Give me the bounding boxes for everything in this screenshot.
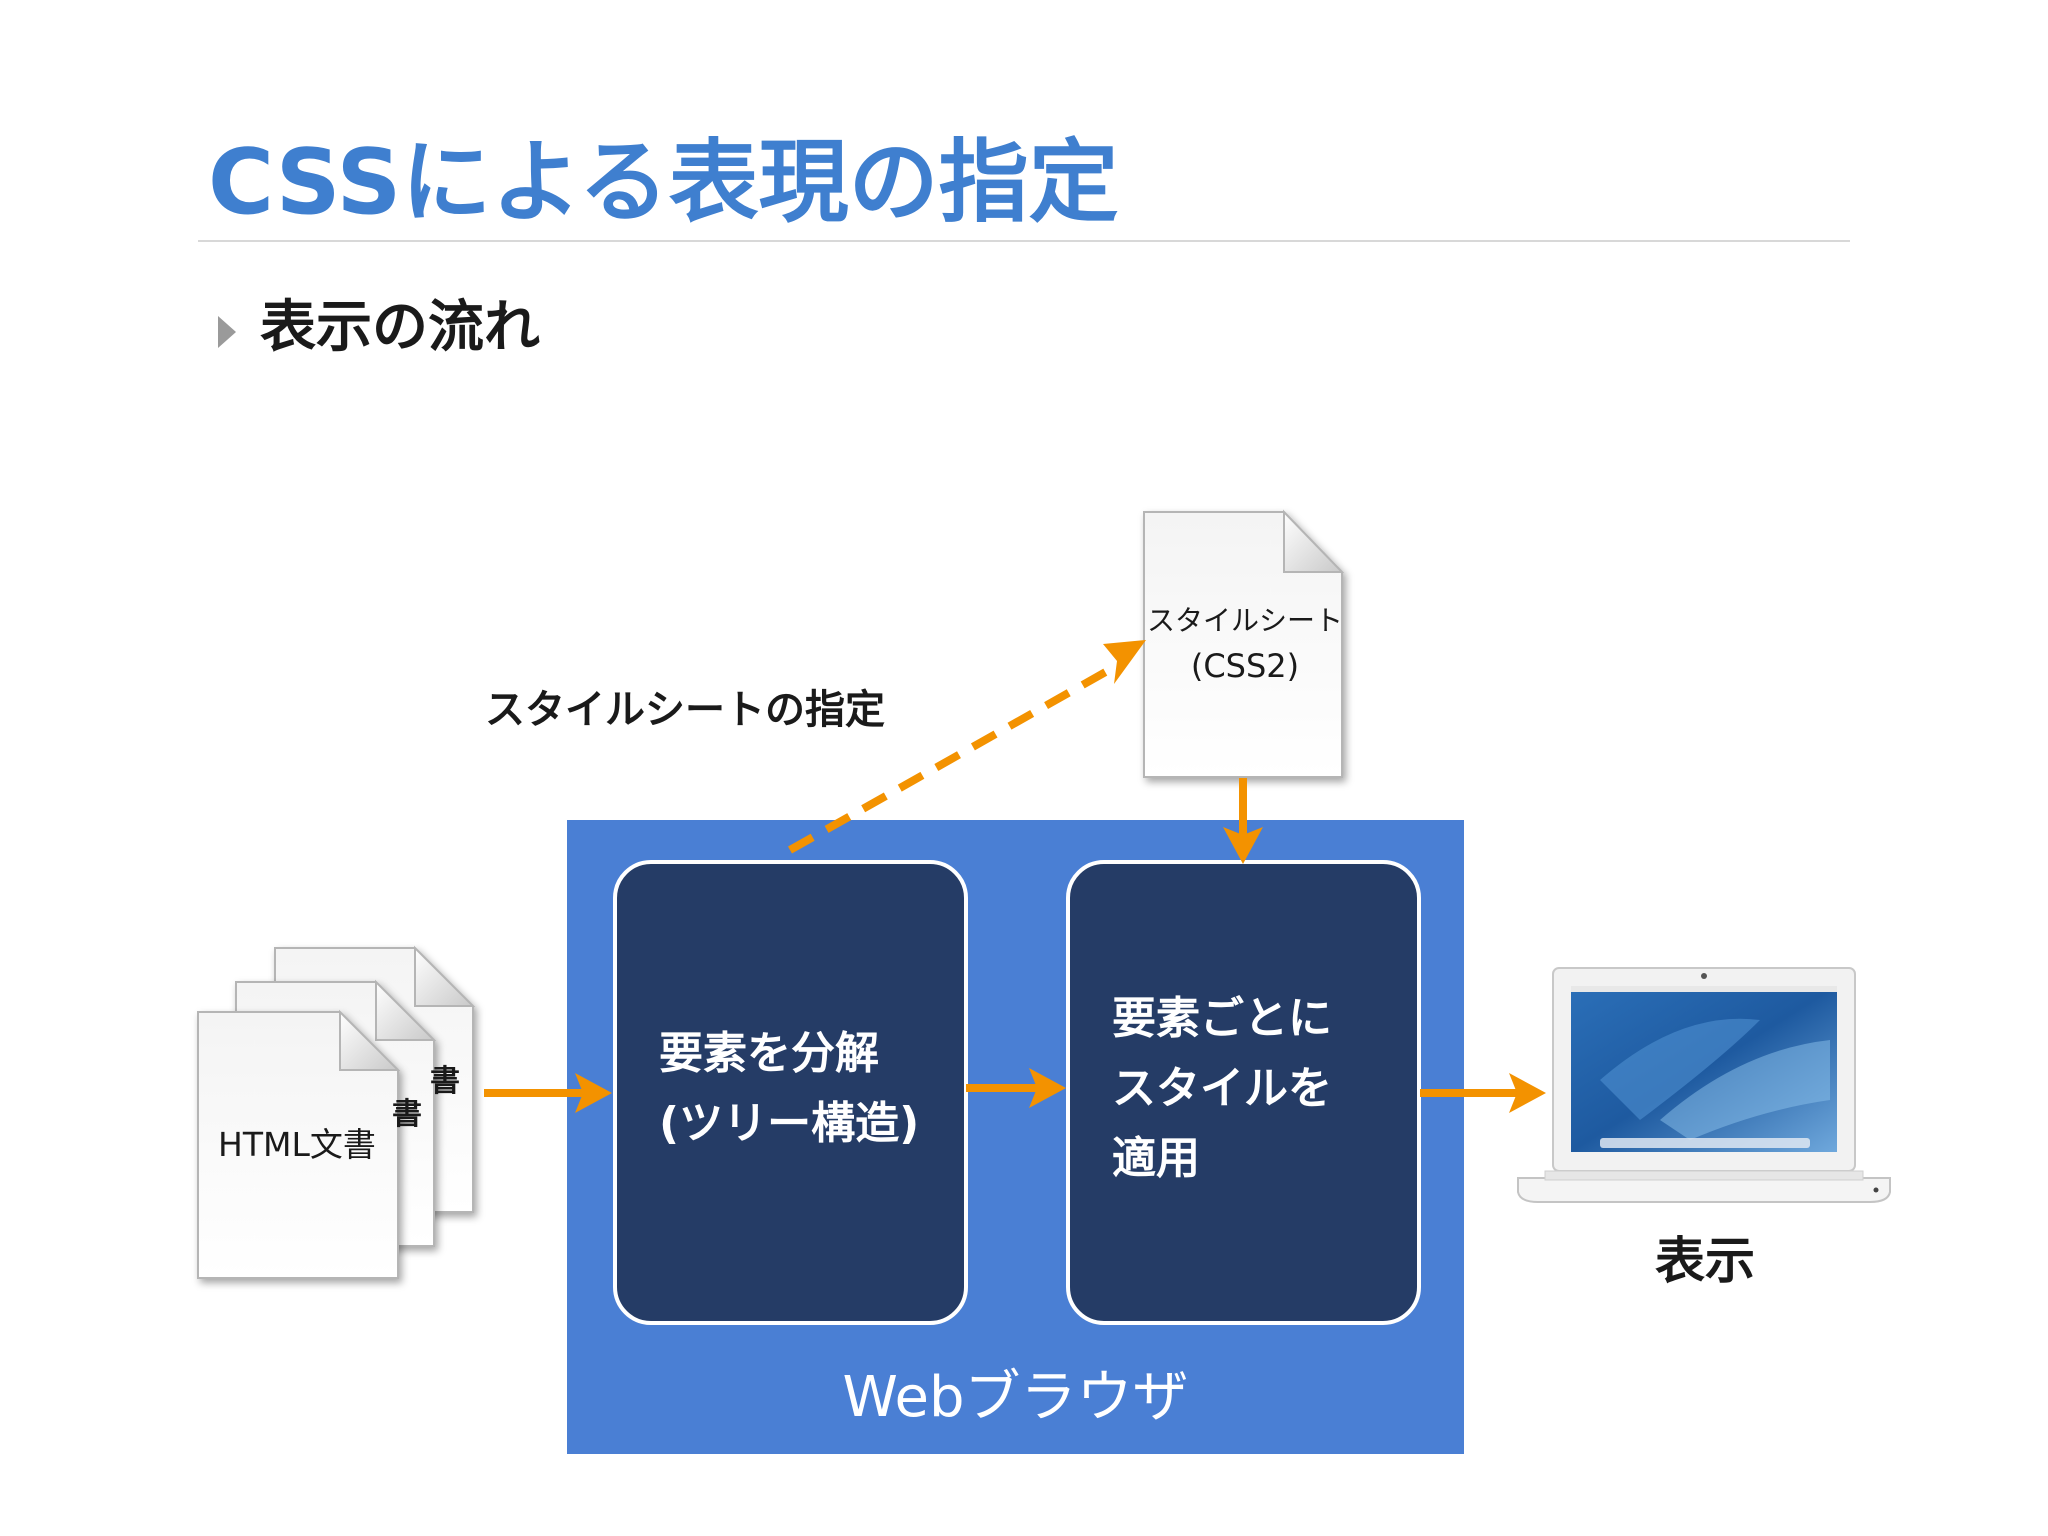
slide-title: CSSによる表現の指定 — [208, 130, 1119, 235]
arrow-apply-to-display — [1420, 1073, 1546, 1113]
display-label: 表示 — [1655, 1232, 1755, 1290]
dashed-arrow-stylesheet-reference — [788, 640, 1146, 854]
back-document-label: 書 — [430, 1064, 460, 1099]
html-document-label: HTML文書 — [218, 1125, 376, 1164]
arrow-html-to-parse — [484, 1073, 612, 1113]
stage-parse-line1: 要素を分解 — [659, 1028, 879, 1079]
triangle-right-icon — [218, 316, 236, 348]
title-divider — [198, 240, 1850, 242]
stage-parse-line2: (ツリー構造) — [659, 1098, 920, 1149]
bullet-text: 表示の流れ — [260, 295, 540, 360]
stylesheet-label-line2: (CSS2) — [1190, 647, 1300, 685]
stylesheet-label-line1: スタイルシート — [1146, 604, 1343, 637]
stage-apply-box: 要素ごとに スタイルを 適用 — [1066, 860, 1421, 1325]
stage-apply-line3: 適用 — [1112, 1133, 1200, 1184]
stylesheet-document-icon — [1143, 509, 1345, 778]
document-stack-icon — [197, 945, 476, 1279]
browser-label: Webブラウザ — [842, 1365, 1189, 1430]
laptop-icon — [1517, 967, 1891, 1203]
stage-apply-line1: 要素ごとに — [1112, 993, 1332, 1044]
middle-document-label: 書 — [392, 1097, 422, 1132]
arrow-parse-to-apply — [966, 1068, 1066, 1108]
stage-apply-line2: スタイルを — [1112, 1063, 1332, 1114]
stylesheet-spec-label: スタイルシートの指定 — [485, 687, 885, 733]
arrow-stylesheet-to-apply — [1223, 778, 1263, 864]
stage-parse-box: 要素を分解 (ツリー構造) — [613, 860, 968, 1325]
